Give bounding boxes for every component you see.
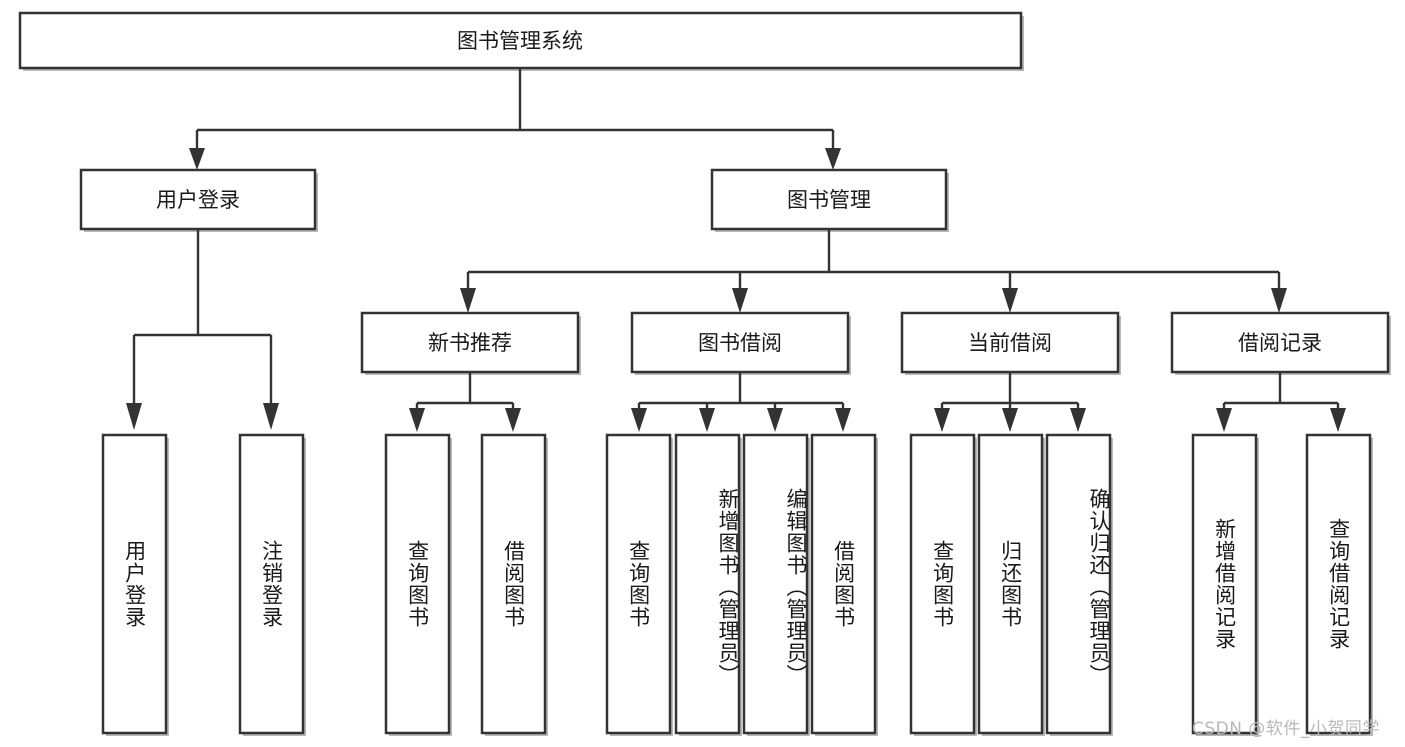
leaf-box xyxy=(1305,433,1372,735)
node-root[interactable]: 图书管理系统 xyxy=(18,11,1024,71)
arrow-head-icon xyxy=(1330,408,1346,432)
node-new-book-recommend[interactable]: 新书推荐 xyxy=(360,311,581,375)
arrow-head-icon xyxy=(732,288,748,313)
root-label: 图书管理系统 xyxy=(457,29,583,53)
current-borrow-label: 当前借阅 xyxy=(968,331,1052,355)
leaf-box xyxy=(605,433,672,735)
leaf-node-add-book[interactable] xyxy=(674,433,742,736)
leaf-box xyxy=(1191,433,1258,735)
node-borrow-record[interactable]: 借阅记录 xyxy=(1170,311,1391,375)
leaf-box xyxy=(384,433,451,735)
user-login-box xyxy=(79,168,317,231)
leaf-box xyxy=(238,433,305,735)
arrow-head-icon xyxy=(934,408,950,432)
leaf-box xyxy=(101,433,168,735)
arrow-head-icon xyxy=(1002,288,1018,313)
arrow-head-icon xyxy=(1271,288,1287,313)
leaf-node-query-borrow-record[interactable] xyxy=(1305,433,1373,736)
connector-current-borrow-to-leaves xyxy=(934,372,1086,432)
connector-book-borrow-to-leaves xyxy=(631,372,851,432)
arrow-head-icon xyxy=(767,408,783,432)
arrow-head-icon xyxy=(460,288,476,313)
arrow-head-icon xyxy=(631,408,647,432)
node-current-borrow[interactable]: 当前借阅 xyxy=(900,311,1121,375)
leaf-node-query-book-borrow[interactable] xyxy=(605,433,673,736)
arrow-head-icon xyxy=(1070,408,1086,432)
leaf-node-confirm-return[interactable] xyxy=(1045,433,1113,736)
leaf-node-return-book[interactable] xyxy=(977,433,1045,736)
arrow-head-icon xyxy=(835,408,851,432)
connector-borrow-record-to-leaves xyxy=(1216,372,1346,432)
arrow-head-icon xyxy=(1216,408,1232,432)
arrow-head-icon xyxy=(126,403,142,430)
leaf-node-edit-book[interactable] xyxy=(742,433,810,736)
arrow-head-icon xyxy=(409,408,425,432)
borrow-record-label: 借阅记录 xyxy=(1238,331,1322,355)
leaf-node-borrow-book[interactable] xyxy=(810,433,878,736)
arrow-head-icon xyxy=(263,403,279,430)
leaf-box xyxy=(909,433,976,735)
arrow-head-icon xyxy=(825,148,841,170)
leaf-node-add-borrow-record[interactable] xyxy=(1191,433,1259,736)
leaf-node-logout[interactable] xyxy=(238,433,306,736)
arrow-head-icon xyxy=(189,148,205,170)
connector-user-login-to-leaves xyxy=(126,229,279,430)
arrow-head-icon xyxy=(505,408,521,432)
leaf-box xyxy=(810,433,877,735)
node-book-management[interactable]: 图书管理 xyxy=(710,168,949,232)
csdn-watermark: CSDN @软件_小贺同学 xyxy=(1192,719,1380,739)
root-box xyxy=(18,11,1023,70)
leaf-box xyxy=(742,433,809,735)
leaf-node-borrow-book-newbook[interactable] xyxy=(480,433,548,736)
leaf-box xyxy=(674,433,741,735)
arrow-head-icon xyxy=(1002,408,1018,432)
leaf-node-query-book-newbook[interactable] xyxy=(384,433,452,736)
book-management-label: 图书管理 xyxy=(787,188,871,212)
borrow-record-box xyxy=(1170,311,1390,374)
current-borrow-box xyxy=(900,311,1120,374)
book-borrow-label: 图书借阅 xyxy=(698,331,782,355)
leaf-box xyxy=(480,433,547,735)
connector-book-management-to-level3 xyxy=(460,229,1287,313)
node-user-login[interactable]: 用户登录 xyxy=(79,168,318,232)
new-book-label: 新书推荐 xyxy=(428,331,512,355)
leaf-box xyxy=(1045,433,1112,735)
leaf-node-query-book-current[interactable] xyxy=(909,433,977,736)
arrow-head-icon xyxy=(699,408,715,432)
connector-root-to-level2 xyxy=(189,68,841,170)
node-book-borrow[interactable]: 图书借阅 xyxy=(630,311,851,375)
leaf-box xyxy=(977,433,1044,735)
leaf-node-user-login[interactable] xyxy=(101,433,169,736)
connector-new-book-to-leaves xyxy=(409,372,521,432)
new-book-box xyxy=(360,311,580,374)
user-login-label: 用户登录 xyxy=(156,188,240,212)
